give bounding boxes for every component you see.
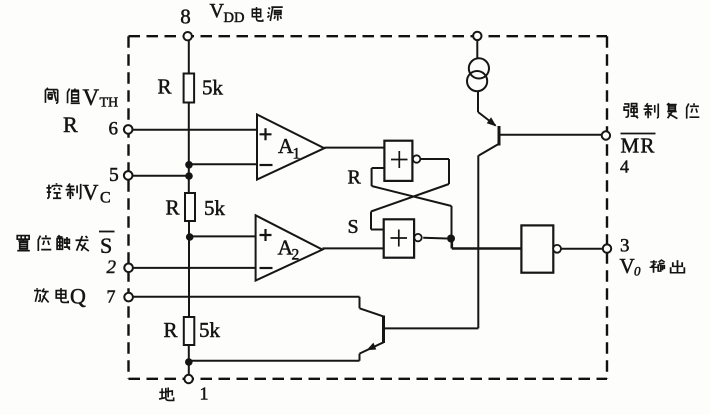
svg-text:V: V bbox=[83, 85, 100, 110]
svg-text:1: 1 bbox=[200, 384, 209, 404]
svg-text:4: 4 bbox=[620, 157, 629, 177]
svg-text:DD: DD bbox=[224, 10, 245, 26]
svg-text:MR: MR bbox=[621, 134, 656, 158]
svg-text:2: 2 bbox=[107, 257, 117, 278]
svg-text:C: C bbox=[100, 190, 111, 207]
svg-text:2: 2 bbox=[292, 247, 300, 264]
svg-text:R: R bbox=[166, 196, 180, 220]
svg-text:R: R bbox=[348, 167, 362, 189]
svg-text:V: V bbox=[210, 0, 225, 22]
svg-text:V: V bbox=[83, 180, 99, 205]
svg-text:7: 7 bbox=[107, 287, 116, 307]
svg-text:A: A bbox=[278, 236, 294, 260]
svg-text:R: R bbox=[164, 318, 178, 342]
svg-text:TH: TH bbox=[100, 96, 119, 111]
svg-text:R: R bbox=[63, 112, 78, 137]
svg-text:5k: 5k bbox=[202, 76, 224, 100]
svg-text:6: 6 bbox=[109, 119, 119, 140]
svg-text:8: 8 bbox=[180, 5, 191, 29]
svg-text:0: 0 bbox=[634, 264, 641, 279]
svg-text:5: 5 bbox=[109, 165, 119, 186]
svg-text:R: R bbox=[158, 75, 172, 99]
svg-text:S: S bbox=[348, 216, 359, 238]
svg-text:V: V bbox=[620, 254, 635, 278]
svg-text:5k: 5k bbox=[199, 318, 221, 342]
svg-text:Q: Q bbox=[70, 284, 86, 309]
svg-text:S: S bbox=[100, 233, 112, 258]
svg-text:A: A bbox=[278, 134, 294, 158]
svg-text:5k: 5k bbox=[204, 196, 226, 220]
svg-text:1: 1 bbox=[293, 146, 301, 163]
svg-text:3: 3 bbox=[620, 236, 630, 257]
